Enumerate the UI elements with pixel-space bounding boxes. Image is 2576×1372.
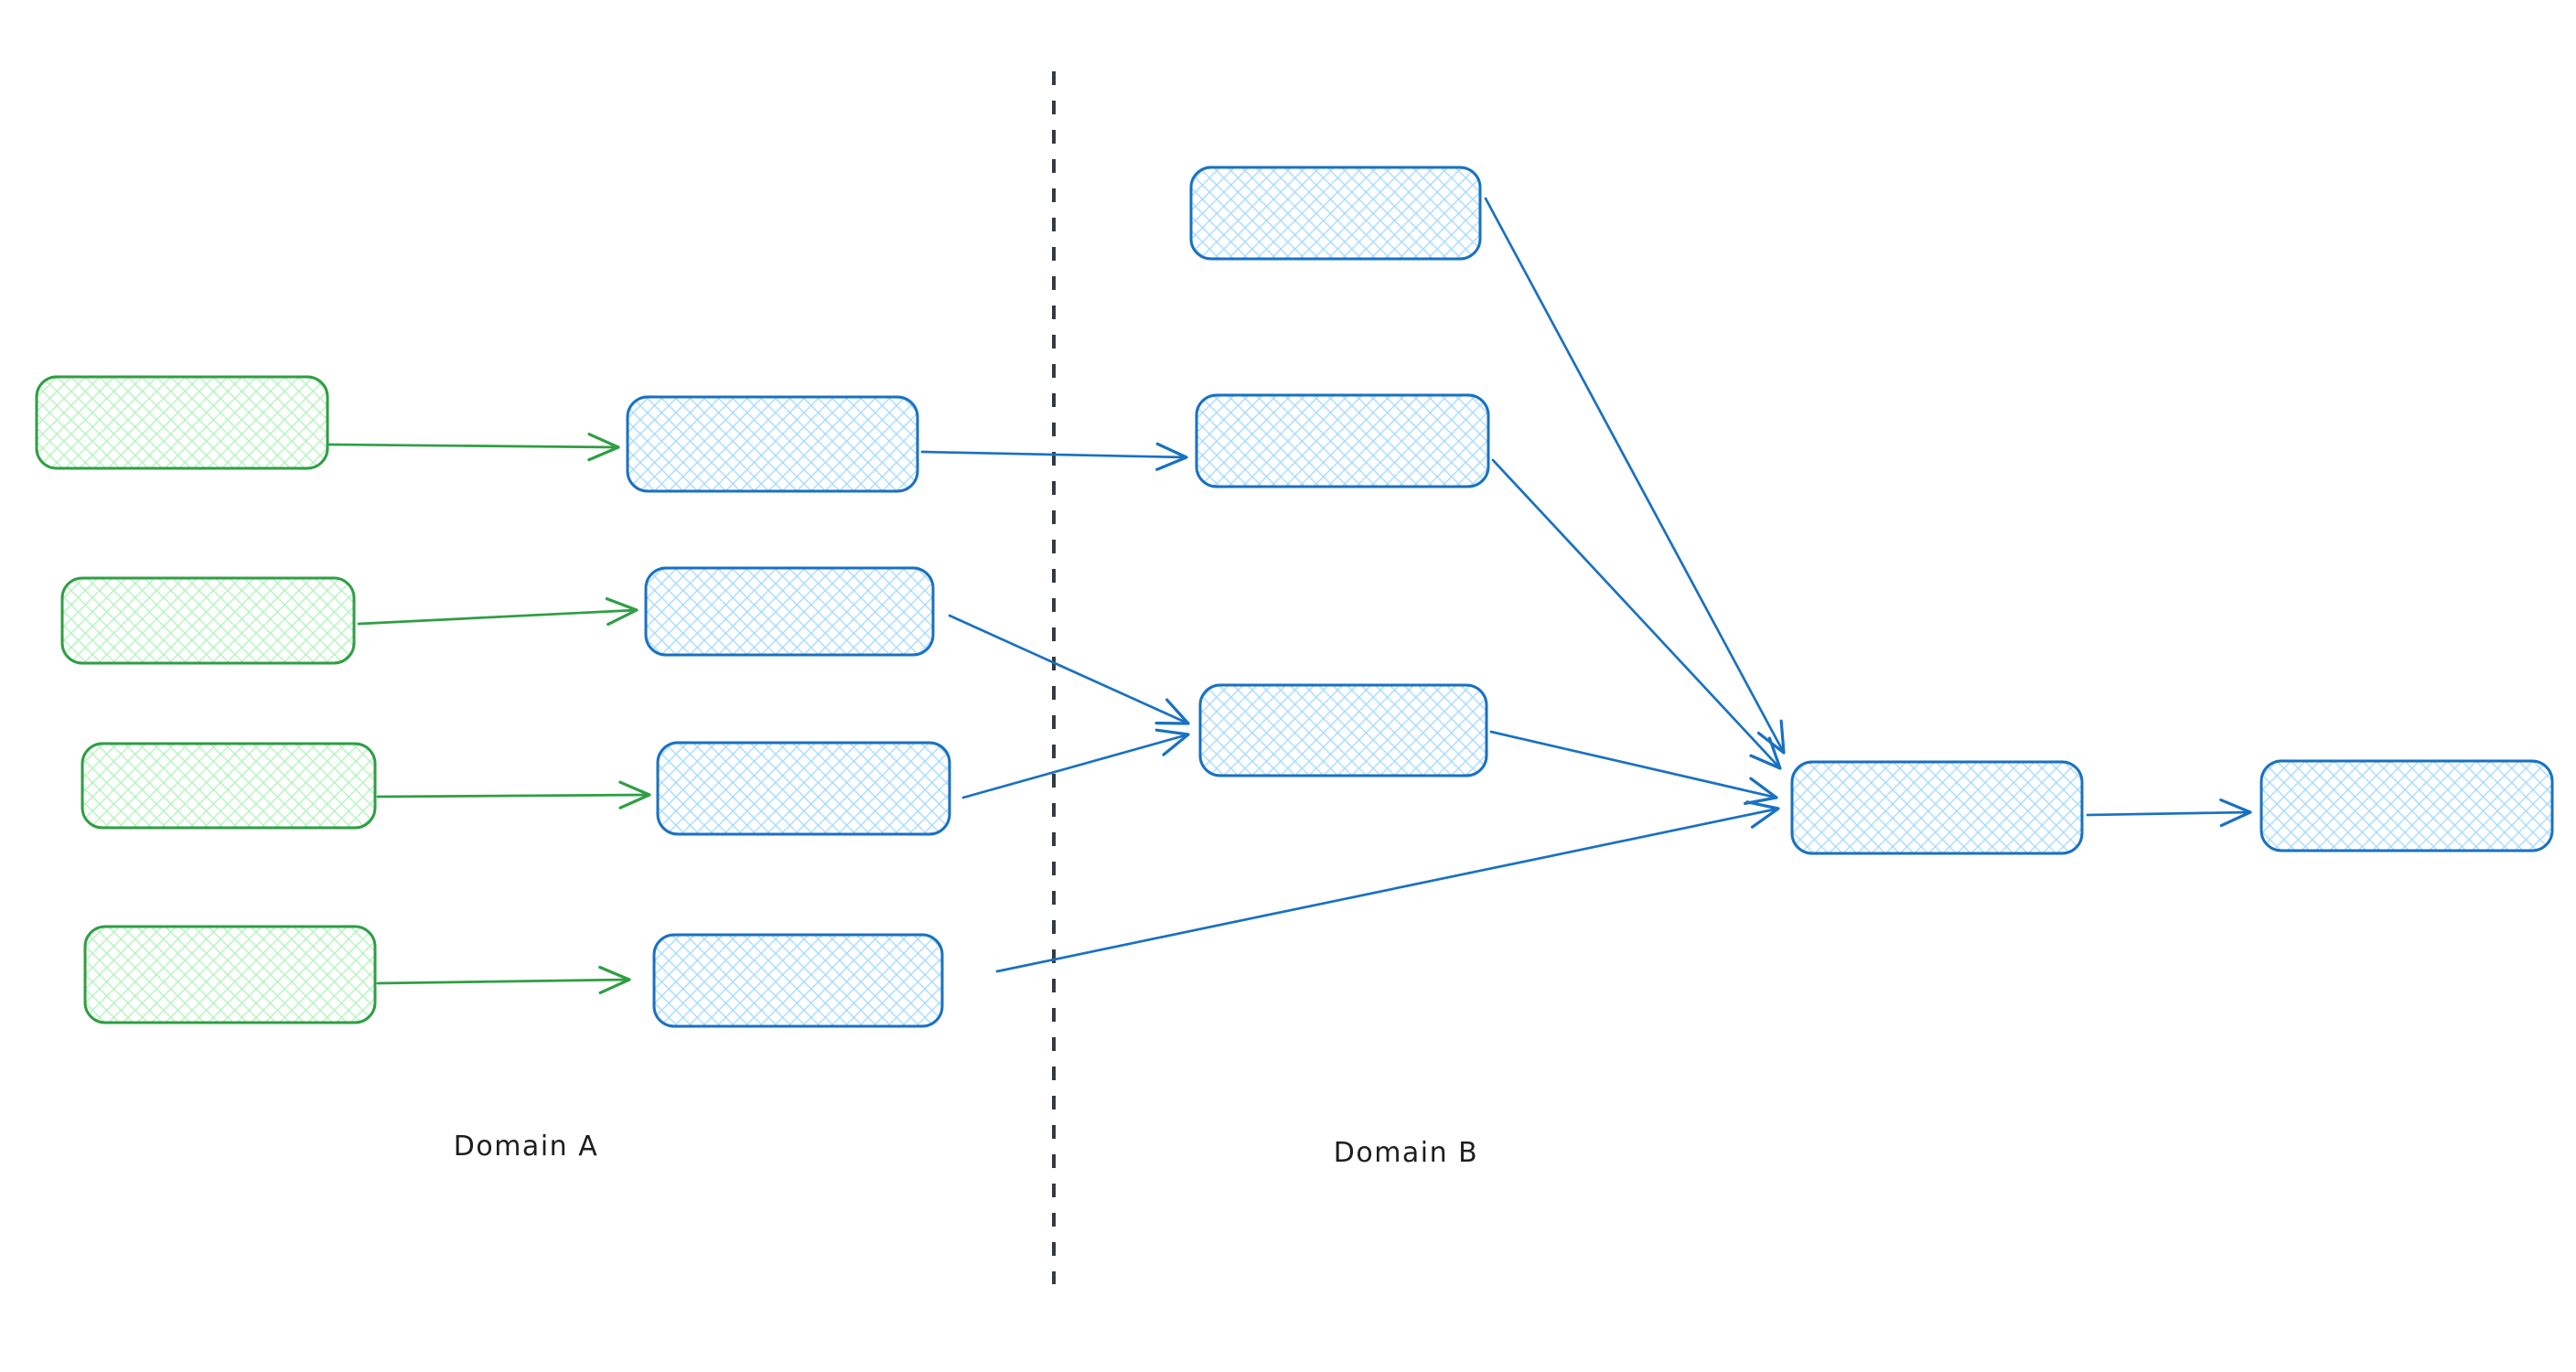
domain-a-source-2-sketch-outline <box>61 576 355 665</box>
domain-b-output-sketch-outline <box>2260 759 2553 852</box>
domain-b-node-3-sketch-outline <box>1199 683 1487 777</box>
domain-a-stage-2 <box>644 566 935 657</box>
edge-source4-stage4 <box>376 965 631 995</box>
domain-a-source-3-sketch-outline <box>81 742 376 830</box>
edge-stage3-b3 <box>961 728 1190 799</box>
domain-a-stage-4-sketch-outline <box>653 933 943 1028</box>
domain-a-stage-4 <box>652 933 944 1028</box>
domain-a-source-1 <box>35 375 329 470</box>
edge-source1-stage1 <box>327 433 620 462</box>
domain-a-stage-1 <box>626 395 919 493</box>
edge-source3-stage3 <box>376 780 651 809</box>
edge-source2-stage2 <box>357 596 639 627</box>
domain-b-node-3 <box>1198 683 1488 777</box>
edge-b2-aggregator <box>1491 458 1782 770</box>
domain-b-label: Domain B <box>1334 1137 1479 1169</box>
domain-b-node-top-sketch-outline <box>1190 166 1481 261</box>
nodes-layer <box>35 166 2554 1028</box>
domain-a-source-4-sketch-outline <box>84 925 376 1024</box>
edge-stage1-b2 <box>920 442 1188 471</box>
domain-b-output <box>2259 759 2554 852</box>
edge-stage4-aggregator <box>995 800 1780 973</box>
domain-b-aggregator <box>1790 760 2084 855</box>
domain-a-source-2 <box>60 576 356 665</box>
domain-a-source-1-sketch-outline <box>36 375 328 470</box>
domain-b-aggregator-sketch-outline <box>1791 760 2083 855</box>
domain-b-node-2 <box>1195 393 1490 488</box>
edge-btop-aggregator <box>1484 197 1786 755</box>
domain-a-stage-1-sketch-outline <box>627 395 918 493</box>
domain-a-source-3 <box>80 742 377 830</box>
domain-a-stage-3-sketch-outline <box>657 741 950 836</box>
domain-a-label: Domain A <box>454 1131 598 1163</box>
domain-b-node-top <box>1189 166 1482 261</box>
domain-a-stage-3 <box>656 741 951 836</box>
edges-layer <box>327 197 2252 995</box>
domain-b-node-2-sketch-outline <box>1196 393 1489 488</box>
edge-aggregator-output <box>2086 798 2252 828</box>
domain-a-stage-2-sketch-outline <box>645 566 934 657</box>
edge-b3-aggregator <box>1489 730 1778 806</box>
edge-stage2-b3 <box>948 614 1190 725</box>
domain-a-source-4 <box>83 925 377 1024</box>
